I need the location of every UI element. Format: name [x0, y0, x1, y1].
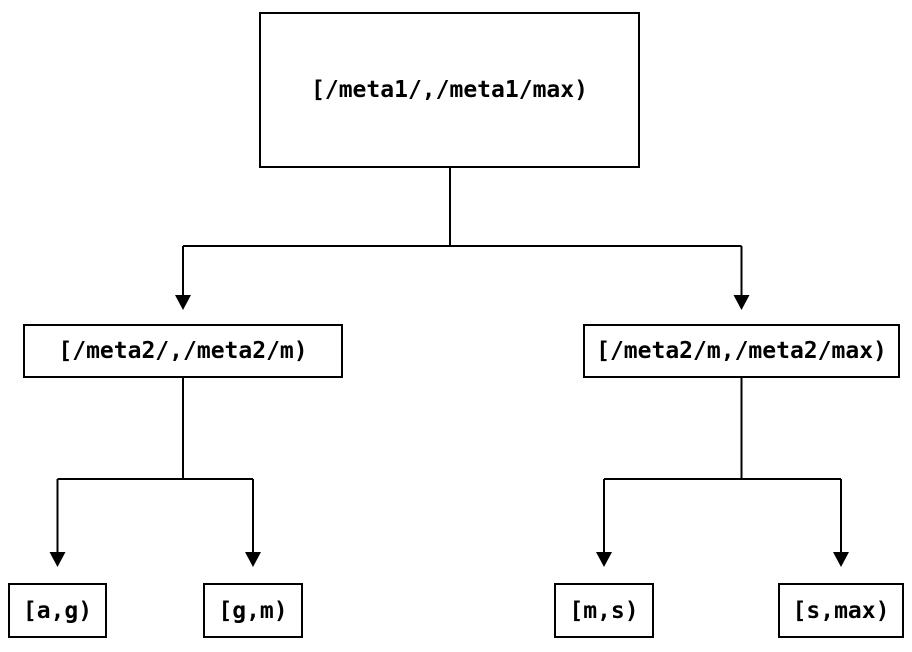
arrow-down-icon [833, 552, 849, 567]
node-left-range: [/meta2/,/meta2/m) [23, 324, 343, 378]
node-leaf-ag: [a,g) [8, 583, 107, 638]
node-leaf-ms: [m,s) [554, 583, 654, 638]
edge-left-children [56, 378, 254, 553]
node-right-range: [/meta2/m,/meta2/max) [583, 324, 900, 378]
arrow-down-icon [245, 552, 261, 567]
node-leaf-gm: [g,m) [203, 583, 303, 638]
arrow-down-icon [49, 552, 66, 567]
arrow-down-icon [596, 552, 612, 567]
edge-right-children [603, 378, 842, 553]
node-root-range: [/meta1/,/meta1/max) [259, 12, 640, 168]
edge-root-children [182, 168, 743, 296]
node-leaf-smax: [s,max) [778, 583, 904, 638]
arrow-down-icon [175, 295, 191, 310]
arrow-down-icon [733, 295, 750, 310]
